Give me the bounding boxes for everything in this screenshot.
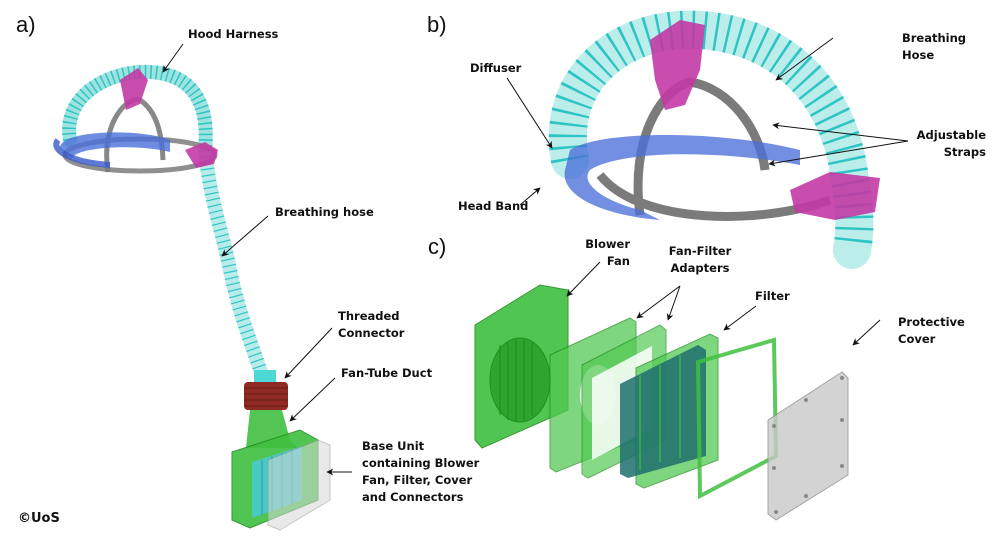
label-breathing-hose-a: Breathing hose <box>275 205 374 219</box>
hose-loop <box>62 64 213 157</box>
leader-arrows <box>162 37 909 476</box>
harness-clip-top <box>120 68 148 110</box>
panel-c-artwork <box>474 284 849 521</box>
arrow-head-band <box>519 187 541 206</box>
label-fan-filter-adapters: Fan-Filter Adapters <box>668 244 732 275</box>
harness-clip-top-b <box>650 20 705 110</box>
threaded-connector <box>244 382 288 410</box>
panel-letter-a: a) <box>16 12 36 37</box>
arrow-fan-filter-adapter-2 <box>666 285 681 321</box>
arrow-breathing-hose-b <box>775 37 834 81</box>
protective-cover <box>767 371 849 521</box>
arrow-adjustable-straps-2 <box>768 140 909 167</box>
harness-clip-side-b <box>790 172 880 220</box>
panel-letter-b: b) <box>427 12 447 37</box>
arrow-threaded-connector <box>284 327 333 379</box>
label-filter: Filter <box>755 289 790 303</box>
panel-letter-c: c) <box>428 234 447 259</box>
arrow-diffuser <box>506 77 553 149</box>
arrow-blower-fan <box>566 261 601 297</box>
head-band <box>60 132 170 158</box>
arrow-adjustable-straps-1 <box>772 122 909 142</box>
label-diffuser: Diffuser <box>470 61 522 75</box>
label-adjustable-straps: Adjustable Straps <box>916 128 986 159</box>
filter-media <box>620 345 706 478</box>
base-unit-cover <box>267 439 331 531</box>
copyright-notice: ©UoS <box>18 511 60 526</box>
arrow-hood-harness <box>162 43 184 73</box>
panel-a-artwork <box>53 64 331 531</box>
arrow-protective-cover <box>852 319 881 346</box>
label-threaded-connector: Threaded Connector <box>338 309 405 340</box>
label-base-unit: Base Unit containing Blower Fan, Filter,… <box>362 439 480 504</box>
label-protective-cover: Protective Cover <box>898 315 965 346</box>
arrow-fan-tube-duct <box>289 377 336 422</box>
arrow-breathing-hose-a <box>221 215 269 257</box>
label-breathing-hose-b: Breathing Hose <box>902 31 967 62</box>
arrow-fan-filter-adapter-1 <box>636 285 681 319</box>
harness-clip-side <box>185 142 218 168</box>
label-fan-tube-duct: Fan-Tube Duct <box>341 366 433 380</box>
head-band-b <box>564 135 800 220</box>
label-head-band: Head Band <box>458 199 529 213</box>
label-blower-fan: Blower Fan <box>585 237 630 268</box>
panel-b-artwork <box>548 10 880 269</box>
label-hood-harness: Hood Harness <box>188 27 279 41</box>
blower-fan-impeller <box>489 337 551 423</box>
hose-long <box>198 143 269 382</box>
arrow-filter <box>723 305 757 331</box>
